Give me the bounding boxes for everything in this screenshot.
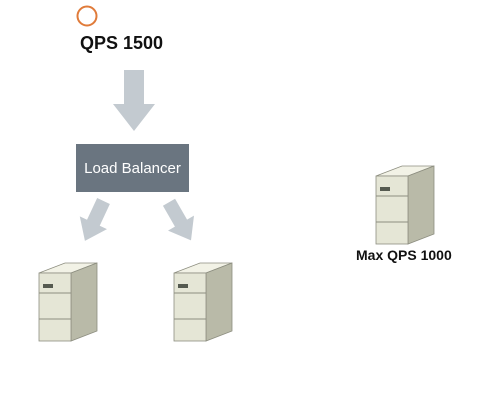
- server-icon: [173, 262, 233, 342]
- arrow-to-right-server: [162, 198, 194, 241]
- server-icon: [375, 165, 435, 245]
- load-balancer-box: Load Balancer: [76, 144, 189, 192]
- arrow-to-left-server: [79, 198, 110, 241]
- load-balancer-label: Load Balancer: [84, 159, 181, 177]
- client-icon: [76, 5, 98, 27]
- server-icon: [38, 262, 98, 342]
- incoming-arrow: [113, 70, 155, 131]
- server-capacity-label: Max QPS 1000: [356, 247, 452, 263]
- incoming-qps-label: QPS 1500: [80, 33, 164, 53]
